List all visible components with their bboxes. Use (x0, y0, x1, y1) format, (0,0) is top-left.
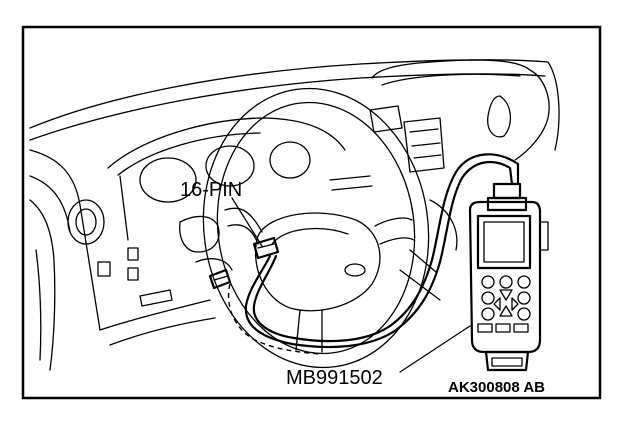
knee-panel (179, 215, 233, 271)
figure-frame (21, 25, 602, 400)
16-pin-connector (208, 236, 280, 290)
tool-cable (227, 153, 520, 355)
tool-label: MB991502 (286, 367, 383, 389)
leader-lines (231, 197, 471, 373)
connector-label: 16-PIN (180, 179, 242, 201)
scan-tool-mb991502 (468, 182, 549, 372)
scan-tool-keypad (477, 275, 531, 333)
figure-id-label: AK300808 AB (448, 379, 545, 396)
dashboard-illustration (29, 59, 560, 371)
steering-wheel (202, 87, 430, 369)
